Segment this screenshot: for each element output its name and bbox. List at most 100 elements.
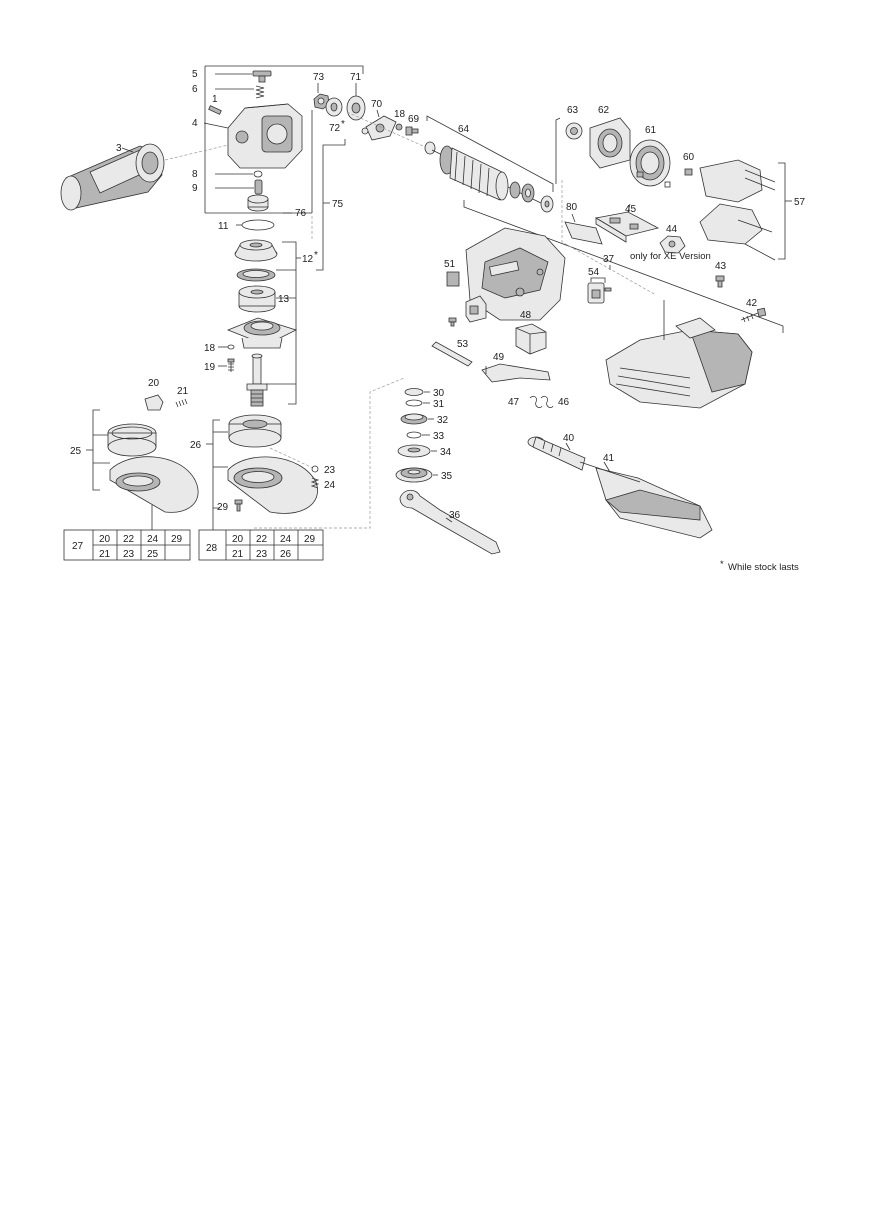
label-29: 29	[217, 502, 229, 513]
label-35: 35	[441, 471, 453, 482]
label-19: 19	[204, 362, 216, 373]
label-18a: 18	[204, 343, 216, 354]
label-23: 23	[324, 465, 336, 476]
label-33: 33	[433, 431, 445, 442]
table-27-r1c2: 22	[123, 534, 135, 545]
part-21-spring	[175, 398, 188, 408]
label-41: 41	[603, 453, 615, 464]
bracket-75	[316, 139, 346, 271]
table-28-id: 28	[206, 543, 218, 554]
part-24-spring	[310, 477, 320, 489]
label-80: 80	[566, 202, 578, 213]
label-9: 9	[192, 183, 198, 194]
part-25-guard	[109, 456, 199, 513]
label-30: 30	[433, 388, 445, 399]
part-80-insulation	[564, 221, 603, 245]
label-53: 53	[457, 339, 469, 350]
part-54-brush	[587, 282, 612, 304]
part-47-clip	[529, 395, 543, 409]
part-42-long-screw	[740, 307, 767, 323]
part-bearing-flange	[226, 317, 298, 349]
part-3-side-handle	[60, 143, 165, 211]
part-23-ball	[311, 465, 319, 473]
table-28-r1c4: 29	[304, 534, 316, 545]
label-20: 20	[148, 378, 160, 389]
label-18b: 18	[394, 109, 406, 120]
label-11: 11	[218, 221, 229, 232]
label-45: 45	[625, 204, 637, 215]
part-61-field-ring	[629, 139, 671, 187]
part-29-screw	[234, 499, 243, 512]
kit-table-27: 27 20 22 24 29 21 23 25	[63, 529, 191, 561]
part-51-switch-cover	[446, 271, 460, 287]
label-1: 1	[212, 94, 218, 105]
label-63: 63	[567, 105, 579, 116]
table-28-r1c2: 22	[256, 534, 268, 545]
label-57: 57	[794, 197, 806, 208]
label-6: 6	[192, 84, 198, 95]
label-48: 48	[520, 310, 532, 321]
label-42: 42	[746, 298, 758, 309]
part-35-nut	[395, 467, 433, 483]
part-circlip	[236, 268, 276, 282]
part-6-spring	[255, 85, 265, 99]
part-25-band	[107, 423, 157, 457]
label-75: 75	[332, 199, 344, 210]
part-43-screw	[715, 275, 725, 288]
part-18-washer	[227, 344, 235, 350]
part-69-screw	[405, 126, 419, 136]
part-18-ring-small	[395, 123, 403, 131]
part-30-washer	[404, 388, 424, 396]
part-12-bevel-gear	[234, 239, 278, 262]
label-24: 24	[324, 480, 336, 491]
part-31-ring	[405, 399, 423, 407]
bracket-64	[426, 115, 554, 192]
label-32: 32	[437, 415, 449, 426]
part-49-switch-lever	[481, 363, 551, 383]
bracket-57	[778, 162, 786, 260]
part-20-clip	[144, 394, 164, 411]
label-69: 69	[408, 114, 420, 125]
label-12-star: *	[314, 250, 318, 261]
table-27-r1c4: 29	[171, 534, 183, 545]
label-76: 76	[295, 208, 307, 219]
part-57-field-halves	[699, 159, 776, 261]
table-28-r2c2: 23	[256, 549, 268, 560]
label-34: 34	[440, 447, 452, 458]
label-72: 72	[329, 123, 341, 134]
bracket-motor-right	[555, 117, 561, 184]
label-73: 73	[313, 72, 325, 83]
part-40-nozzle	[527, 436, 586, 471]
part-4-gear-housing	[227, 103, 303, 169]
label-3: 3	[116, 143, 122, 154]
table-28-r2c1: 21	[232, 549, 244, 560]
table-28-r2c3: 26	[280, 549, 292, 560]
part-60-clip	[684, 168, 693, 176]
label-43: 43	[715, 261, 727, 272]
label-47: 47	[508, 397, 520, 408]
label-61: 61	[645, 125, 657, 136]
label-13: 13	[278, 294, 290, 305]
bracket-25	[92, 409, 100, 491]
label-37: 37	[603, 254, 615, 265]
part-26-guard	[227, 456, 318, 514]
part-5-screw	[252, 70, 272, 83]
label-64: 64	[458, 124, 470, 135]
part-19-screw	[227, 358, 235, 372]
label-60: 60	[683, 152, 695, 163]
part-33-oring	[406, 431, 422, 439]
part-motor-housing	[465, 227, 566, 321]
part-44-speed-dial	[659, 235, 686, 254]
bracket-37	[463, 200, 784, 333]
label-51: 51	[444, 259, 456, 270]
part-41-tool	[579, 461, 713, 539]
label-8: 8	[192, 169, 198, 180]
part-62-brush-holder	[589, 117, 631, 169]
bracket-12	[282, 241, 297, 405]
label-12: 12	[302, 254, 314, 265]
part-1-pin	[208, 105, 222, 115]
table-27-r1c3: 24	[147, 534, 159, 545]
part-48-capacitor	[515, 323, 547, 355]
label-44: 44	[666, 224, 678, 235]
